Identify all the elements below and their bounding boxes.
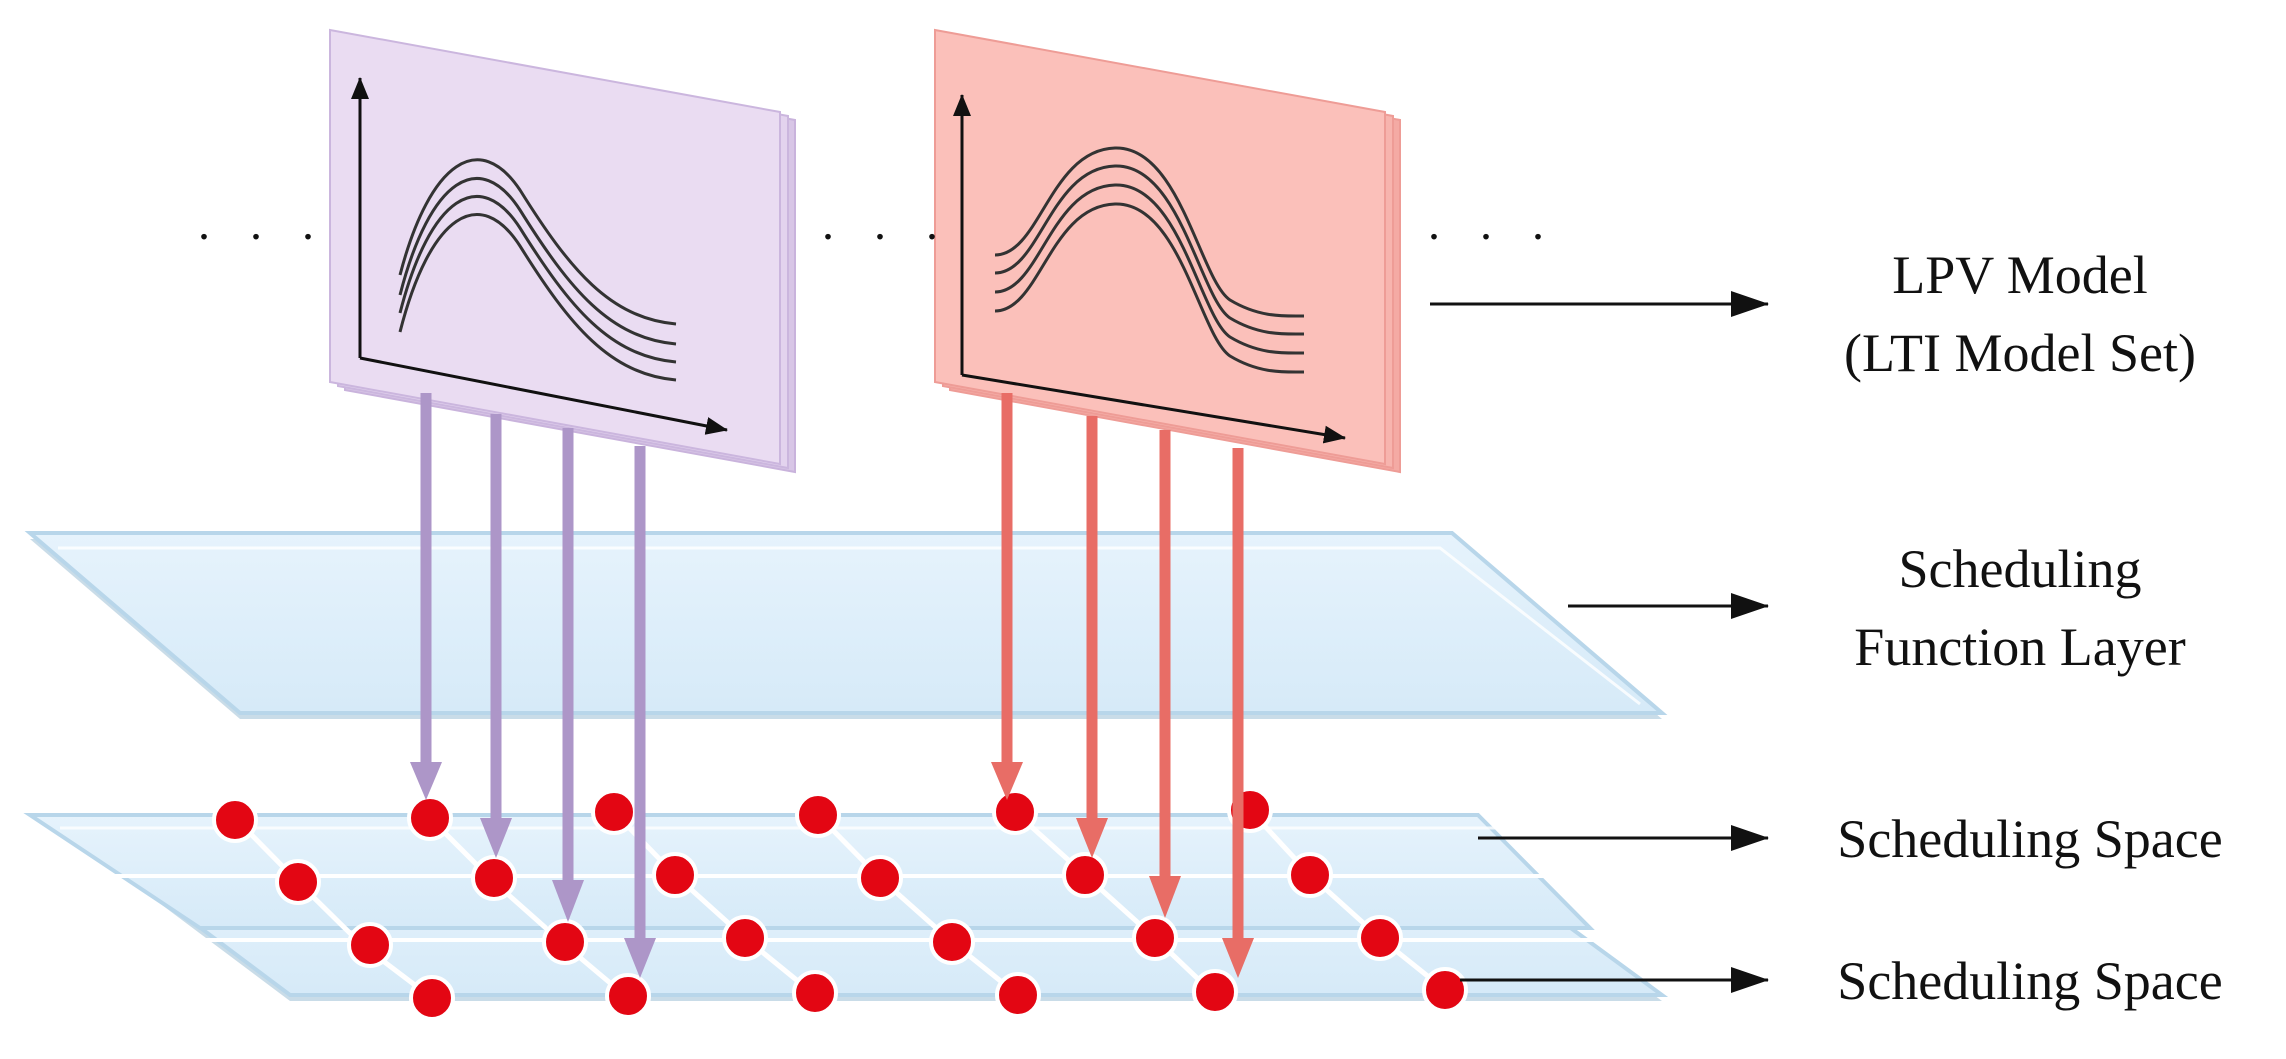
node: [795, 792, 841, 838]
ellipsis-left: . . .: [198, 197, 328, 250]
label-pointer-arrows: [1430, 291, 1769, 993]
node: [857, 855, 903, 901]
lti-model-card-red: [934, 28, 1401, 474]
node: [652, 852, 698, 898]
node: [1062, 852, 1108, 898]
node: [792, 970, 838, 1016]
node: [722, 915, 768, 961]
scheduling-function-plane: [24, 531, 1668, 719]
ellipsis-right: . . .: [1428, 197, 1558, 250]
node: [1192, 969, 1238, 1015]
node: [995, 972, 1041, 1018]
lpv-model-label-line1: LPV Model: [1892, 245, 2148, 305]
node: [992, 789, 1038, 835]
node: [929, 919, 975, 965]
lpv-model-label: LPV Model (LTI Model Set): [1800, 236, 2240, 392]
node: [591, 789, 637, 835]
node: [275, 859, 321, 905]
node: [409, 975, 455, 1021]
lpv-model-label-line2: (LTI Model Set): [1844, 323, 2196, 383]
node: [471, 855, 517, 901]
node: [407, 795, 453, 841]
lti-model-card-purple: [329, 28, 796, 474]
node: [1287, 852, 1333, 898]
scheduling-function-label: Scheduling Function Layer: [1800, 530, 2240, 686]
scheduling-nodes: [212, 787, 1468, 1021]
node: [542, 919, 588, 965]
scheduling-function-label-line1: Scheduling: [1898, 539, 2142, 599]
scheduling-space-label-upper: Scheduling Space: [1837, 809, 2223, 869]
node: [1132, 915, 1178, 961]
node: [1357, 915, 1403, 961]
node: [605, 973, 651, 1019]
scheduling-space-label-lower: Scheduling Space: [1837, 951, 2223, 1011]
purple-projection-arrows: [410, 393, 656, 978]
node: [1422, 967, 1468, 1013]
node: [347, 922, 393, 968]
scheduling-function-label-line2: Function Layer: [1854, 617, 2186, 677]
node: [212, 797, 258, 843]
ellipsis-middle: . . .: [822, 197, 952, 250]
red-projection-arrows: [991, 393, 1254, 978]
